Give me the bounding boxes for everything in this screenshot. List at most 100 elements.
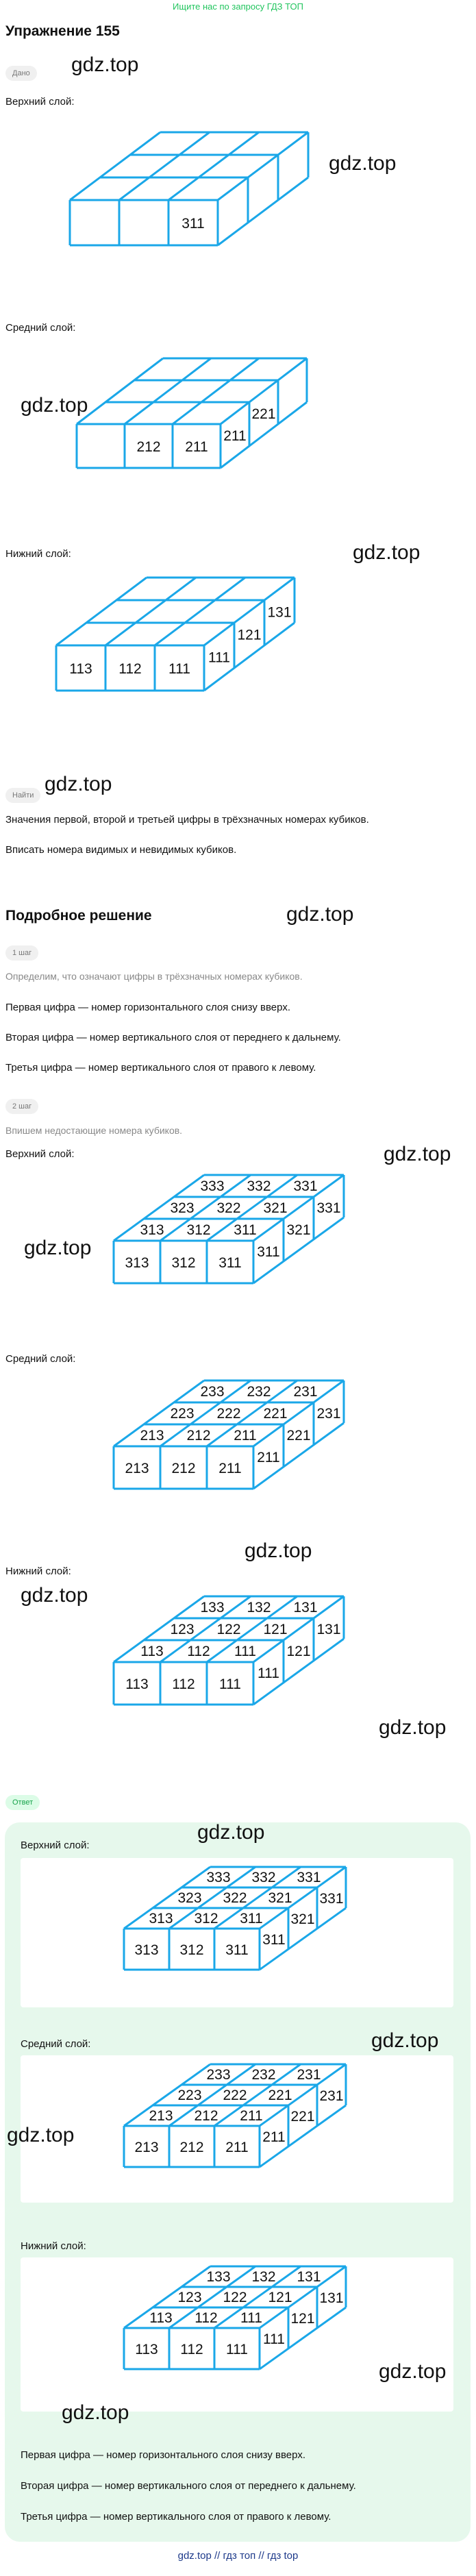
cube-number: 221 xyxy=(263,1406,287,1422)
cube-number: 132 xyxy=(251,2269,275,2285)
solution-mid-label: Средний слой: xyxy=(5,1353,76,1365)
watermark: gdz.top xyxy=(379,2360,447,2383)
footer-links[interactable]: gdz.top // гдз топ // гдз top xyxy=(177,2550,299,2562)
cube-edge xyxy=(259,1907,347,1971)
watermark: gdz.top xyxy=(379,1716,447,1739)
answer-bot-label: Нижний слой: xyxy=(21,2240,86,2252)
cube-edge xyxy=(217,176,309,247)
cube-number: 331 xyxy=(297,1870,321,1885)
cube-number: 233 xyxy=(206,2067,230,2083)
cube-edge xyxy=(160,1379,251,1448)
cube-number: 122 xyxy=(223,2290,247,2305)
cube-number: 332 xyxy=(251,1870,275,1885)
cube-number: 333 xyxy=(206,1870,230,1885)
cube-number: 322 xyxy=(223,1890,247,1906)
cube-number: 111 xyxy=(219,1676,241,1692)
cube-number: 211 xyxy=(240,2108,262,2124)
watermark: gdz.top xyxy=(329,152,397,175)
cube-number: 212 xyxy=(179,2140,203,2155)
watermark: gdz.top xyxy=(353,541,421,564)
exercise-title: Упражнение 155 xyxy=(5,23,120,39)
cube-number: 111 xyxy=(240,2310,262,2326)
cube-edge xyxy=(123,2265,211,2329)
cube-number: 311 xyxy=(234,1222,256,1238)
cube-number: 211 xyxy=(262,2129,285,2145)
cube-edge xyxy=(259,2104,347,2168)
cube-edge xyxy=(168,131,260,201)
cube-edge xyxy=(113,1174,205,1242)
cube-number: 113 xyxy=(149,2310,172,2326)
cube-number: 211 xyxy=(225,2140,248,2155)
cube-number: 112 xyxy=(118,661,141,677)
cube-edge xyxy=(214,2265,301,2329)
cube-edge xyxy=(259,2063,347,2127)
cube-number: 131 xyxy=(267,605,291,621)
cube-number: 112 xyxy=(187,1644,210,1659)
cube-number: 213 xyxy=(140,1428,164,1444)
cube-edge xyxy=(206,1174,298,1242)
cube-number: 113 xyxy=(125,1676,148,1692)
answer-top-frame xyxy=(21,1858,453,2007)
cube-number: 311 xyxy=(257,1244,279,1260)
cube-number: 211 xyxy=(223,428,246,444)
cube-number: 211 xyxy=(234,1428,256,1444)
cube-number: 112 xyxy=(180,2342,203,2357)
watermark: gdz.top xyxy=(45,773,112,795)
step2-badge: 2 шаг xyxy=(5,1099,39,1114)
cube-number: 213 xyxy=(149,2108,173,2124)
cube-number: 211 xyxy=(257,1450,279,1465)
cube-number: 231 xyxy=(297,2067,321,2083)
cube-number: 121 xyxy=(268,2290,292,2305)
cube-number: 133 xyxy=(200,1600,224,1615)
cube-edge xyxy=(168,2265,256,2329)
cube-number: 323 xyxy=(177,1890,201,1906)
cube-edge xyxy=(220,357,308,425)
cube-number: 112 xyxy=(195,2310,217,2326)
cube-edge xyxy=(160,1174,251,1242)
cube-number: 313 xyxy=(134,1942,158,1958)
rule-1: Первая цифра — номер горизонтального сло… xyxy=(5,1002,290,1013)
cube-number: 121 xyxy=(263,1622,287,1637)
cube-edge xyxy=(214,2063,301,2127)
cube-edge xyxy=(206,1379,298,1448)
cube-number: 111 xyxy=(168,661,190,677)
answer-rule-2: Вторая цифра — номер вертикального слоя … xyxy=(21,2480,356,2492)
answer-mid-label: Средний слой: xyxy=(21,2038,91,2050)
cube-edge xyxy=(206,1595,298,1663)
watermark: gdz.top xyxy=(286,903,354,926)
rule-3: Третья цифра — номер вертикального слоя … xyxy=(5,1062,316,1074)
cube-number: 121 xyxy=(237,628,261,643)
cube-edge xyxy=(259,2265,347,2329)
cube-number: 312 xyxy=(171,1255,195,1271)
cube-number: 221 xyxy=(251,406,275,422)
cube-number: 333 xyxy=(200,1178,224,1194)
cube-number: 222 xyxy=(223,2088,247,2103)
cube-number: 322 xyxy=(216,1200,240,1216)
cube-number: 222 xyxy=(216,1406,240,1422)
answer-top-label: Верхний слой: xyxy=(21,1840,90,1851)
cube-edge xyxy=(214,1866,301,1930)
cube-number: 332 xyxy=(247,1178,271,1194)
watermark: gdz.top xyxy=(245,1539,312,1562)
cube-edge xyxy=(172,357,260,425)
cube-edge xyxy=(203,576,295,647)
cube-number: 111 xyxy=(226,2342,248,2357)
watermark: gdz.top xyxy=(21,1584,88,1607)
cube-edge xyxy=(253,1595,345,1663)
cube-number: 221 xyxy=(286,1428,310,1444)
cube-edge xyxy=(124,357,212,425)
cube-number: 312 xyxy=(194,1911,218,1927)
cube-number: 311 xyxy=(181,216,204,232)
answer-mid-frame xyxy=(21,2055,453,2203)
cube-edge xyxy=(259,1866,347,1930)
search-banner[interactable]: Ищите нас по запросу ГДЗ ТОП xyxy=(173,1,303,12)
cube-edge xyxy=(203,621,295,692)
cube-number: 132 xyxy=(247,1600,271,1615)
cube-number: 232 xyxy=(247,1384,271,1400)
given-mid-label: Средний слой: xyxy=(5,322,76,334)
cube-number: 111 xyxy=(258,1665,279,1681)
cube-number: 321 xyxy=(263,1200,287,1216)
